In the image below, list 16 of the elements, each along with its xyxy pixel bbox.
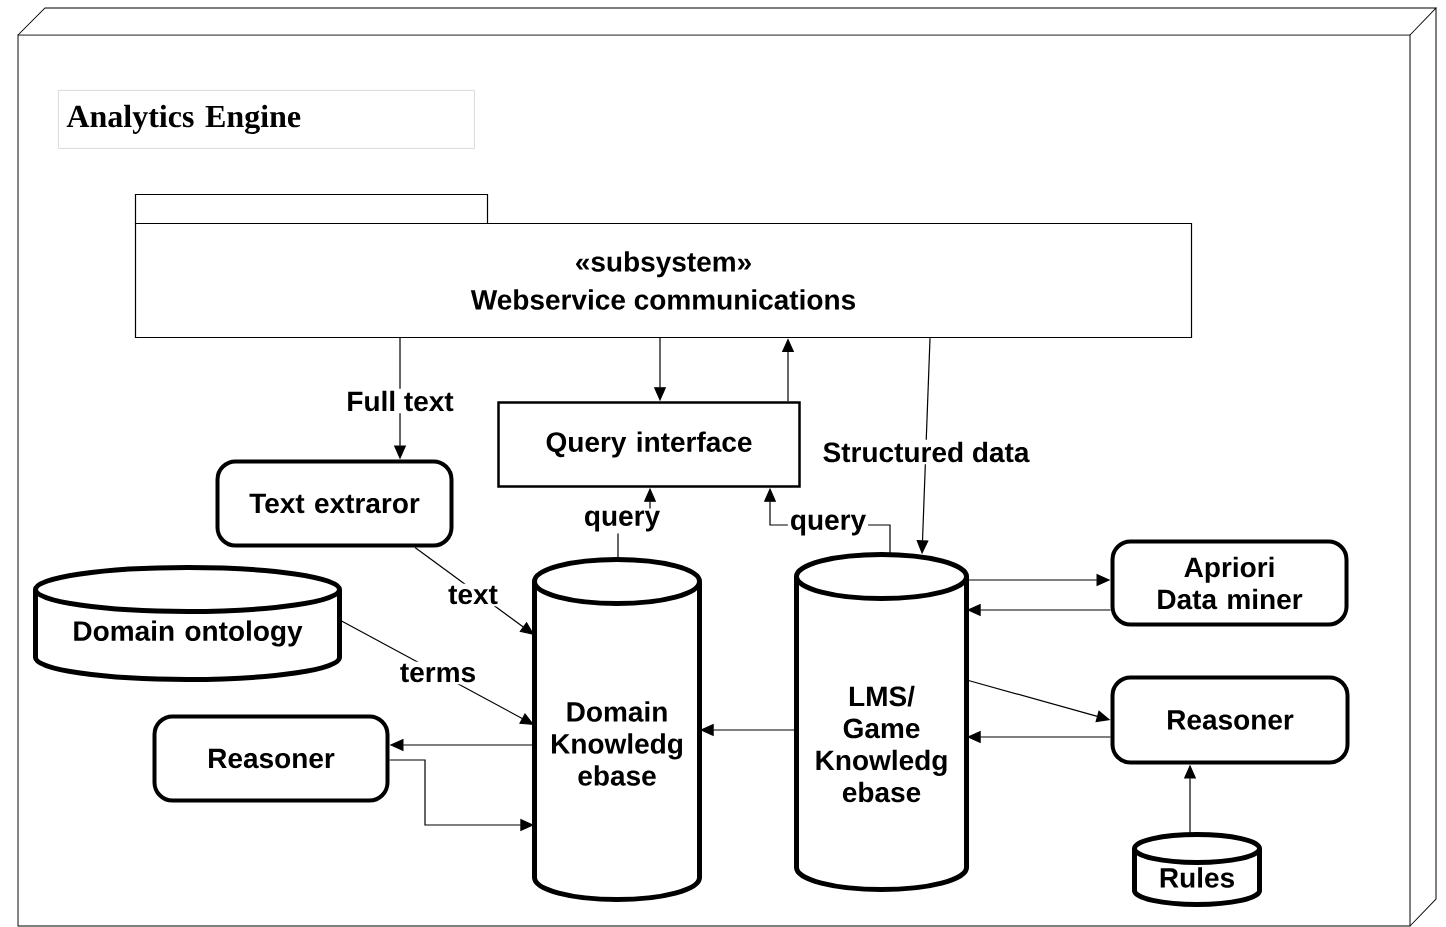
edge-label: text: [446, 583, 500, 607]
package-box: «subsystem» Webservice communications: [134, 193, 1193, 339]
database-cylinder: Domain ontology: [33, 565, 342, 682]
interface-box: Query interface: [497, 401, 801, 488]
edge-label: Full text: [344, 388, 456, 414]
process-box: Apriori Data miner: [1110, 539, 1349, 627]
edge-label: Structured data: [820, 439, 1032, 465]
process-box: Reasoner: [152, 714, 390, 803]
database-cylinder: Domain Knowledg ebase: [532, 557, 702, 902]
process-box: Reasoner: [1110, 675, 1350, 765]
edge-label: query: [581, 508, 663, 534]
process-box: Text extraror: [215, 459, 454, 548]
database-cylinder: Rules: [1132, 832, 1262, 907]
edge-label: query: [787, 512, 869, 538]
database-cylinder: LMS/ Game Knowledg ebase: [794, 552, 969, 892]
edge-label: terms: [397, 661, 479, 685]
